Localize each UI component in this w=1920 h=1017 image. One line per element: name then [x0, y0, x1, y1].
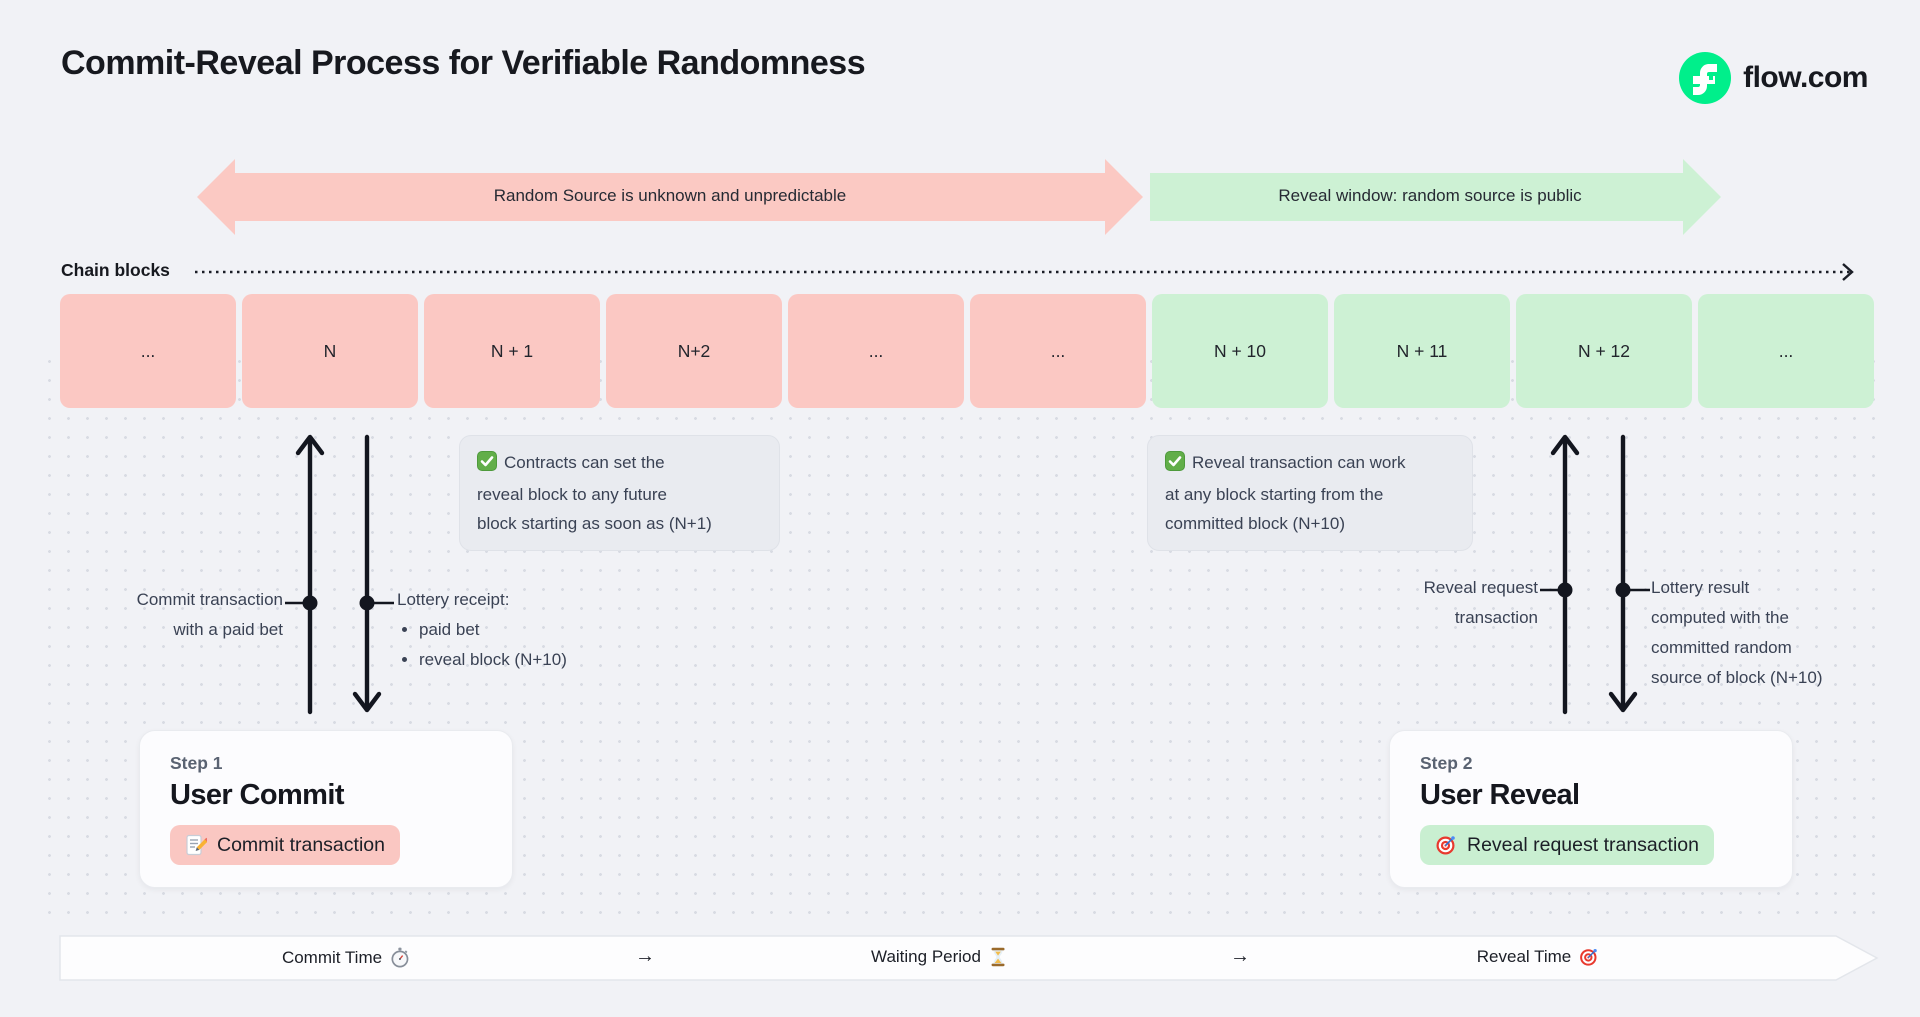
chain-block: N + 10	[1152, 294, 1328, 408]
chain-block: ...	[60, 294, 236, 408]
note-line: Contracts can set the	[504, 453, 665, 472]
chain-blocks-row: ... N N + 1 N+2 ... ... N + 10 N + 11 N …	[60, 294, 1874, 408]
chain-block: N + 1	[424, 294, 600, 408]
step-number-label: Step 2	[1420, 753, 1473, 773]
chain-axis-arrowhead-icon	[1842, 263, 1854, 281]
label-line: computed with the	[1651, 608, 1789, 627]
commit-transaction-pill: Commit transaction	[170, 825, 400, 865]
chain-block: ...	[1698, 294, 1874, 408]
timeline-reveal-time: Reveal Time	[1477, 947, 1599, 967]
receipt-bullet: reveal block (N+10)	[419, 645, 567, 675]
chain-block: ...	[788, 294, 964, 408]
timeline-arrow-icon: →	[635, 945, 655, 967]
chain-block: N	[242, 294, 418, 408]
pill-label: Reveal request transaction	[1467, 833, 1699, 856]
chain-blocks-label: Chain blocks	[61, 260, 170, 280]
timeline-label: Waiting Period	[871, 947, 981, 966]
note-line: block starting as soon as (N+1)	[477, 514, 712, 533]
timeline-label: Reveal Time	[1476, 947, 1572, 966]
chain-block: N + 12	[1516, 294, 1692, 408]
hourglass-icon	[989, 947, 1007, 967]
stopwatch-icon	[390, 947, 410, 968]
check-icon	[477, 451, 497, 480]
note-line: committed block (N+10)	[1165, 514, 1345, 533]
label-line: with a paid bet	[173, 620, 283, 639]
step-card-user-reveal: Step 2 User Reveal Reveal request transa…	[1389, 730, 1793, 888]
label-line: Lottery receipt:	[397, 590, 510, 609]
reveal-phase-label: Reveal window: random source is public	[1278, 186, 1582, 205]
commit-phase-label: Random Source is unknown and unpredictab…	[493, 186, 847, 205]
lottery-result-label: Lottery result computed with the committ…	[1651, 573, 1823, 693]
flow-logo-icon	[1679, 52, 1732, 104]
label-line: transaction	[1454, 608, 1538, 627]
note-line: at any block starting from the	[1165, 485, 1384, 504]
label-line: committed random	[1651, 638, 1792, 657]
lottery-receipt-label: Lottery receipt: paid bet reveal block (…	[397, 585, 567, 675]
step-title: User Commit	[170, 779, 344, 811]
brand-name: flow.com	[1743, 61, 1868, 94]
note-commit-rule: Contracts can set the reveal block to an…	[459, 435, 780, 551]
target-icon	[1579, 947, 1599, 967]
reveal-request-label: Reveal request transaction	[1380, 573, 1538, 633]
pill-label: Commit transaction	[217, 833, 385, 856]
brand-logo[interactable]: flow.com	[1679, 52, 1868, 104]
chain-block: N+2	[606, 294, 782, 408]
commit-transaction-label: Commit transaction with a paid bet	[60, 585, 283, 645]
reveal-request-pill: Reveal request transaction	[1420, 825, 1714, 865]
chain-block: N + 11	[1334, 294, 1510, 408]
note-line: reveal block to any future	[477, 485, 667, 504]
page-title: Commit-Reveal Process for Verifiable Ran…	[61, 44, 866, 82]
timeline-commit-time: Commit Time	[282, 947, 410, 968]
step-card-user-commit: Step 1 User Commit Commit transaction	[139, 730, 513, 888]
label-line: Lottery result	[1651, 578, 1750, 597]
chain-block: ...	[970, 294, 1146, 408]
timeline-label: Commit Time	[281, 947, 383, 967]
step-number-label: Step 1	[170, 753, 223, 773]
label-line: Commit transaction	[136, 590, 283, 609]
step-title: User Reveal	[1420, 779, 1580, 811]
label-line: Reveal request	[1423, 578, 1538, 597]
memo-icon	[185, 834, 207, 856]
timeline-arrow-icon: →	[1230, 945, 1250, 967]
check-icon	[1165, 451, 1185, 480]
timeline-waiting-period: Waiting Period	[871, 947, 1007, 967]
note-reveal-rule: Reveal transaction can work at any block…	[1147, 435, 1473, 551]
target-icon	[1435, 834, 1457, 856]
note-line: Reveal transaction can work	[1192, 453, 1406, 472]
label-line: source of block (N+10)	[1651, 668, 1823, 687]
receipt-bullet: paid bet	[419, 615, 567, 645]
